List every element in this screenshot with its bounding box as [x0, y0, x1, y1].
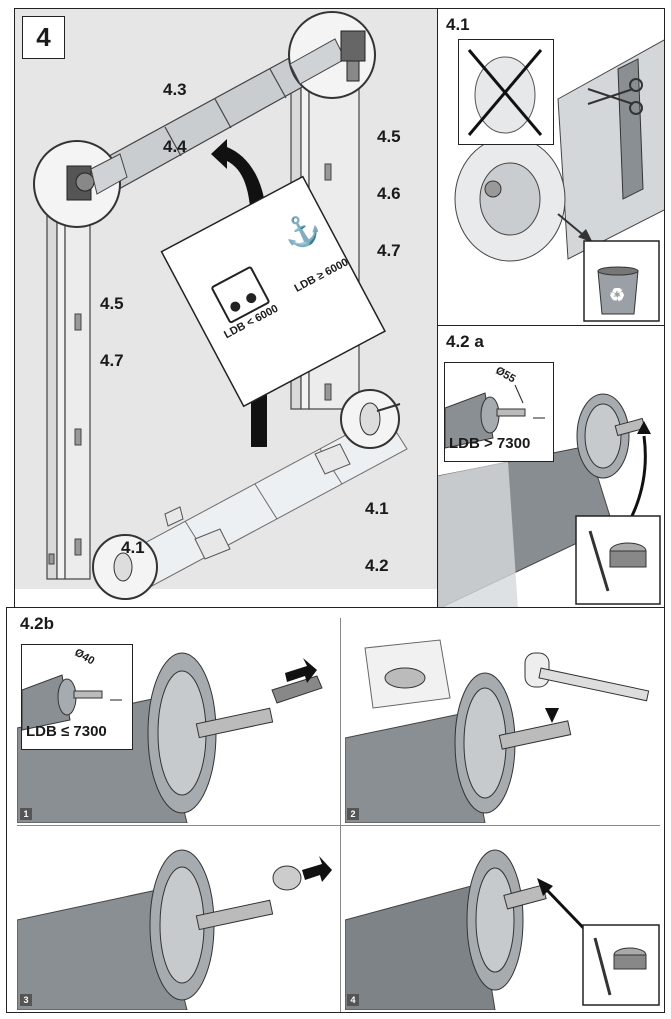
- grease-inset: [575, 515, 661, 605]
- panel-4-1: 4.1 ♻: [437, 8, 665, 326]
- label-top-right: 4.5 4.6 4.7: [377, 127, 401, 260]
- substep-2-illustration: [345, 639, 650, 823]
- label-left: 4.5 4.7: [100, 294, 124, 370]
- packaging-removal-illustration: ♻: [454, 39, 664, 322]
- substep-1-number: 1: [20, 808, 32, 820]
- door-installation-illustration: [15, 11, 437, 607]
- substep-3-number: 3: [20, 994, 32, 1006]
- panel-4-2a: 4.2 a Ø55 LDB > 7300: [437, 325, 665, 608]
- step-number: 4: [36, 22, 51, 52]
- condition-label-b: LDB ≤ 7300: [26, 723, 107, 740]
- shaft-diameter-inset-a: Ø55 LDB > 7300: [444, 362, 554, 462]
- label-top-center: 4.3 4.4: [163, 80, 187, 156]
- do-not-cut-inset: [458, 39, 554, 145]
- panel-4-2b: 4.2b Ø40 LDB ≤ 7300 1: [6, 607, 665, 1013]
- label-right-bottom: 4.1 4.2: [365, 499, 389, 575]
- step-number-box: 4: [22, 16, 65, 59]
- shaft-diameter-inset-b: Ø40 LDB ≤ 7300: [21, 644, 133, 750]
- label-bottom-left: 4.1: [121, 538, 145, 557]
- main-panel: 4 ⚓ LDB < 6000 LDB ≥ 6000 4.3 4.4 4.5 4.…: [14, 8, 438, 608]
- substep-4-illustration: [345, 849, 660, 1010]
- substep-3-illustration: [17, 849, 332, 1010]
- divider-vertical: [340, 618, 341, 1012]
- panel-4-2a-title: 4.2 a: [446, 332, 484, 351]
- recycle-bin-icon: ♻: [583, 240, 660, 322]
- panel-4-2b-title: 4.2b: [20, 614, 55, 633]
- scissors-icon: [587, 78, 643, 115]
- mallet-icon: [524, 652, 650, 702]
- substep-4-number: 4: [347, 994, 359, 1006]
- condition-label-a: LDB > 7300: [449, 435, 531, 452]
- substep-2-number: 2: [347, 808, 359, 820]
- panel-4-1-title: 4.1: [446, 15, 470, 34]
- svg-text:♻: ♻: [609, 285, 625, 305]
- divider-horizontal: [17, 825, 660, 826]
- lifting-sign: [160, 175, 386, 408]
- shaft-greasing-illustration: [438, 393, 661, 607]
